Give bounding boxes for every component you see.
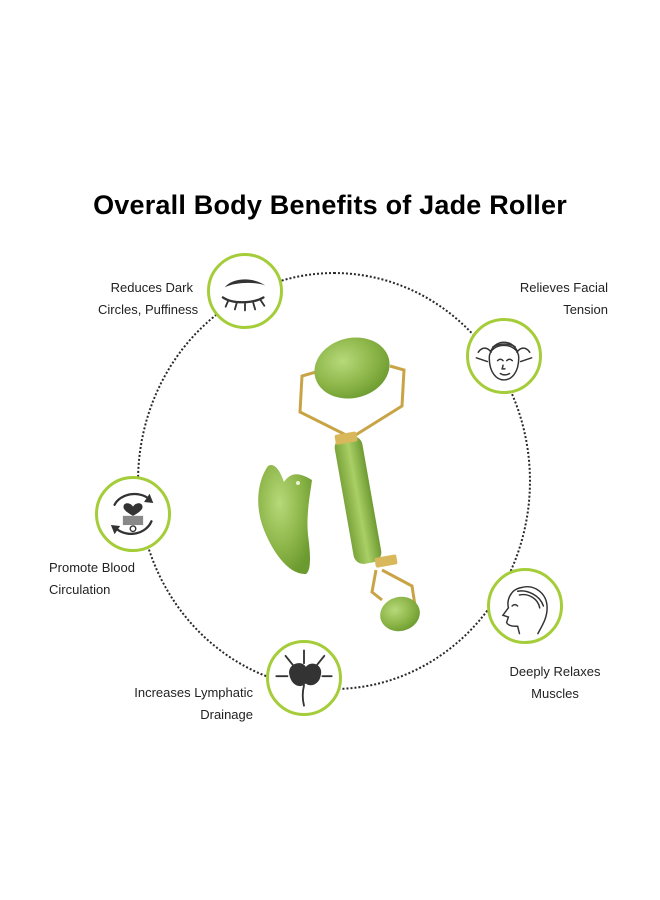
jade-roller-product [240, 330, 440, 650]
handle-cap-bottom [374, 554, 398, 568]
badge-facial-tension [466, 318, 542, 394]
badge-blood-circulation [95, 476, 171, 552]
handle-cap-top [334, 431, 358, 445]
label-blood-circulation: Promote Blood Circulation [49, 560, 135, 597]
small-roller-stone [380, 596, 420, 632]
badge-lymphatic-drainage [266, 640, 342, 716]
roller-handle [334, 436, 382, 564]
frame-top-right [353, 364, 406, 438]
face-profile-icon [501, 586, 548, 635]
lymph-node-icon [275, 649, 333, 707]
label-relaxes-muscles: Deeply Relaxes Muscles [509, 664, 601, 701]
gua-sha-stone [258, 464, 312, 575]
page-title: Overall Body Benefits of Jade Roller [93, 190, 567, 220]
label-lymphatic-drainage: Increases Lymphatic Drainage [134, 685, 253, 722]
badge-relaxes-muscles [487, 568, 563, 644]
face-massage-icon [475, 341, 533, 381]
gua-sha-hole [296, 481, 300, 485]
label-facial-tension: Relieves Facial Tension [519, 280, 608, 317]
jade-roller-illustration [258, 337, 420, 632]
badge-dark-circles [207, 253, 283, 329]
label-dark-circles: Reduces Dark Circles, Puffiness [98, 280, 199, 317]
circulation-icon [110, 492, 154, 535]
small-frame-left [370, 569, 383, 602]
frame-top-left [298, 370, 353, 440]
large-roller-stone [314, 337, 390, 399]
closed-eye-icon [221, 279, 266, 312]
